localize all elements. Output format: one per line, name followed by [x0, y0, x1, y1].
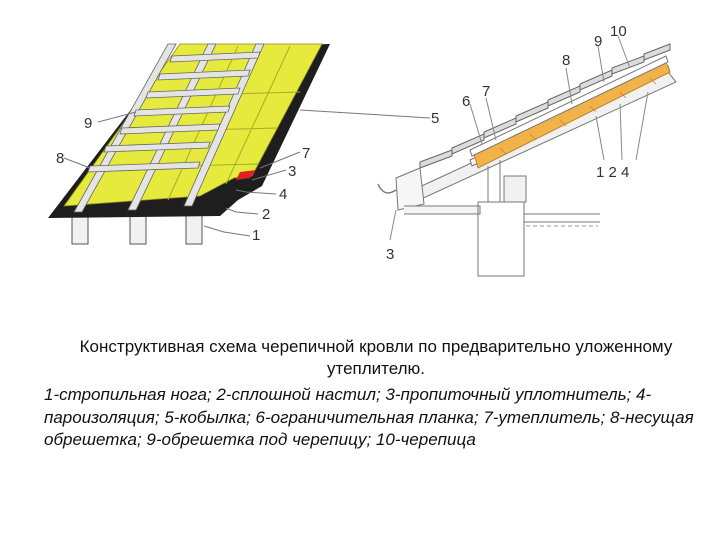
wall-block: [477, 201, 525, 277]
label-8-right: 8: [562, 52, 570, 69]
caption-legend: 1-стропильная нога; 2-сплошной настил; 3…: [44, 385, 694, 449]
fascia-board: [395, 167, 425, 211]
label-5-left: 5: [431, 110, 439, 127]
left-leader-lines: [63, 109, 431, 237]
batten: [119, 123, 221, 135]
insulation-hatch: [499, 77, 657, 155]
tile: [483, 117, 517, 139]
label-3-left: 3: [288, 163, 296, 180]
rafters: [71, 211, 203, 245]
batten: [157, 69, 251, 81]
label-10-right: 10: [610, 23, 627, 40]
label-3-right: 3: [386, 246, 394, 263]
right-eaves-section: [377, 35, 677, 277]
batten: [145, 87, 241, 99]
batten: [133, 105, 231, 117]
batten: [87, 161, 201, 173]
tiles-section: [419, 43, 671, 169]
label-2-left: 2: [262, 206, 270, 223]
rafter: [185, 211, 203, 245]
seal-tape: [236, 170, 256, 180]
label-7-left: 7: [302, 145, 310, 162]
right-labels: 6 7 8 9 10 1 2 4 3: [386, 23, 629, 263]
rafter-section: [399, 71, 677, 207]
battens: [87, 51, 261, 173]
insulation-section: [473, 61, 671, 169]
batten: [103, 141, 211, 153]
wall-section: [477, 160, 600, 277]
counter-batten: [183, 43, 265, 207]
caption-title: Конструктивная схема черепичной кровли п…: [79, 337, 673, 378]
tile: [419, 149, 453, 169]
wall-plate: [503, 175, 527, 203]
label-8-left: 8: [56, 150, 64, 167]
roof-construction-diagram: 1 2 4 3 7 5 9 8 6 7 8 9 10 1 2 4 3: [48, 23, 677, 277]
label-9-right: 9: [594, 33, 602, 50]
label-4-left: 4: [279, 186, 287, 203]
tile: [451, 133, 485, 155]
counter-batten-section: [469, 55, 669, 157]
tile: [611, 55, 645, 75]
label-1-left: 1: [252, 227, 260, 244]
right-leader-lines: [389, 35, 649, 241]
tile: [643, 43, 671, 61]
left-labels: 1 2 4 3 7 5 9 8: [56, 110, 439, 244]
tile: [579, 69, 613, 91]
label-6-right: 6: [462, 93, 470, 110]
left-roof-axonometric: [48, 43, 431, 245]
eaves-underside: [404, 205, 481, 215]
batten: [169, 51, 261, 63]
tile: [515, 101, 549, 123]
label-7-right: 7: [482, 83, 490, 100]
label-1-2-4-right: 1 2 4: [596, 164, 629, 181]
gutter: [377, 183, 397, 194]
label-9-left: 9: [84, 115, 92, 132]
